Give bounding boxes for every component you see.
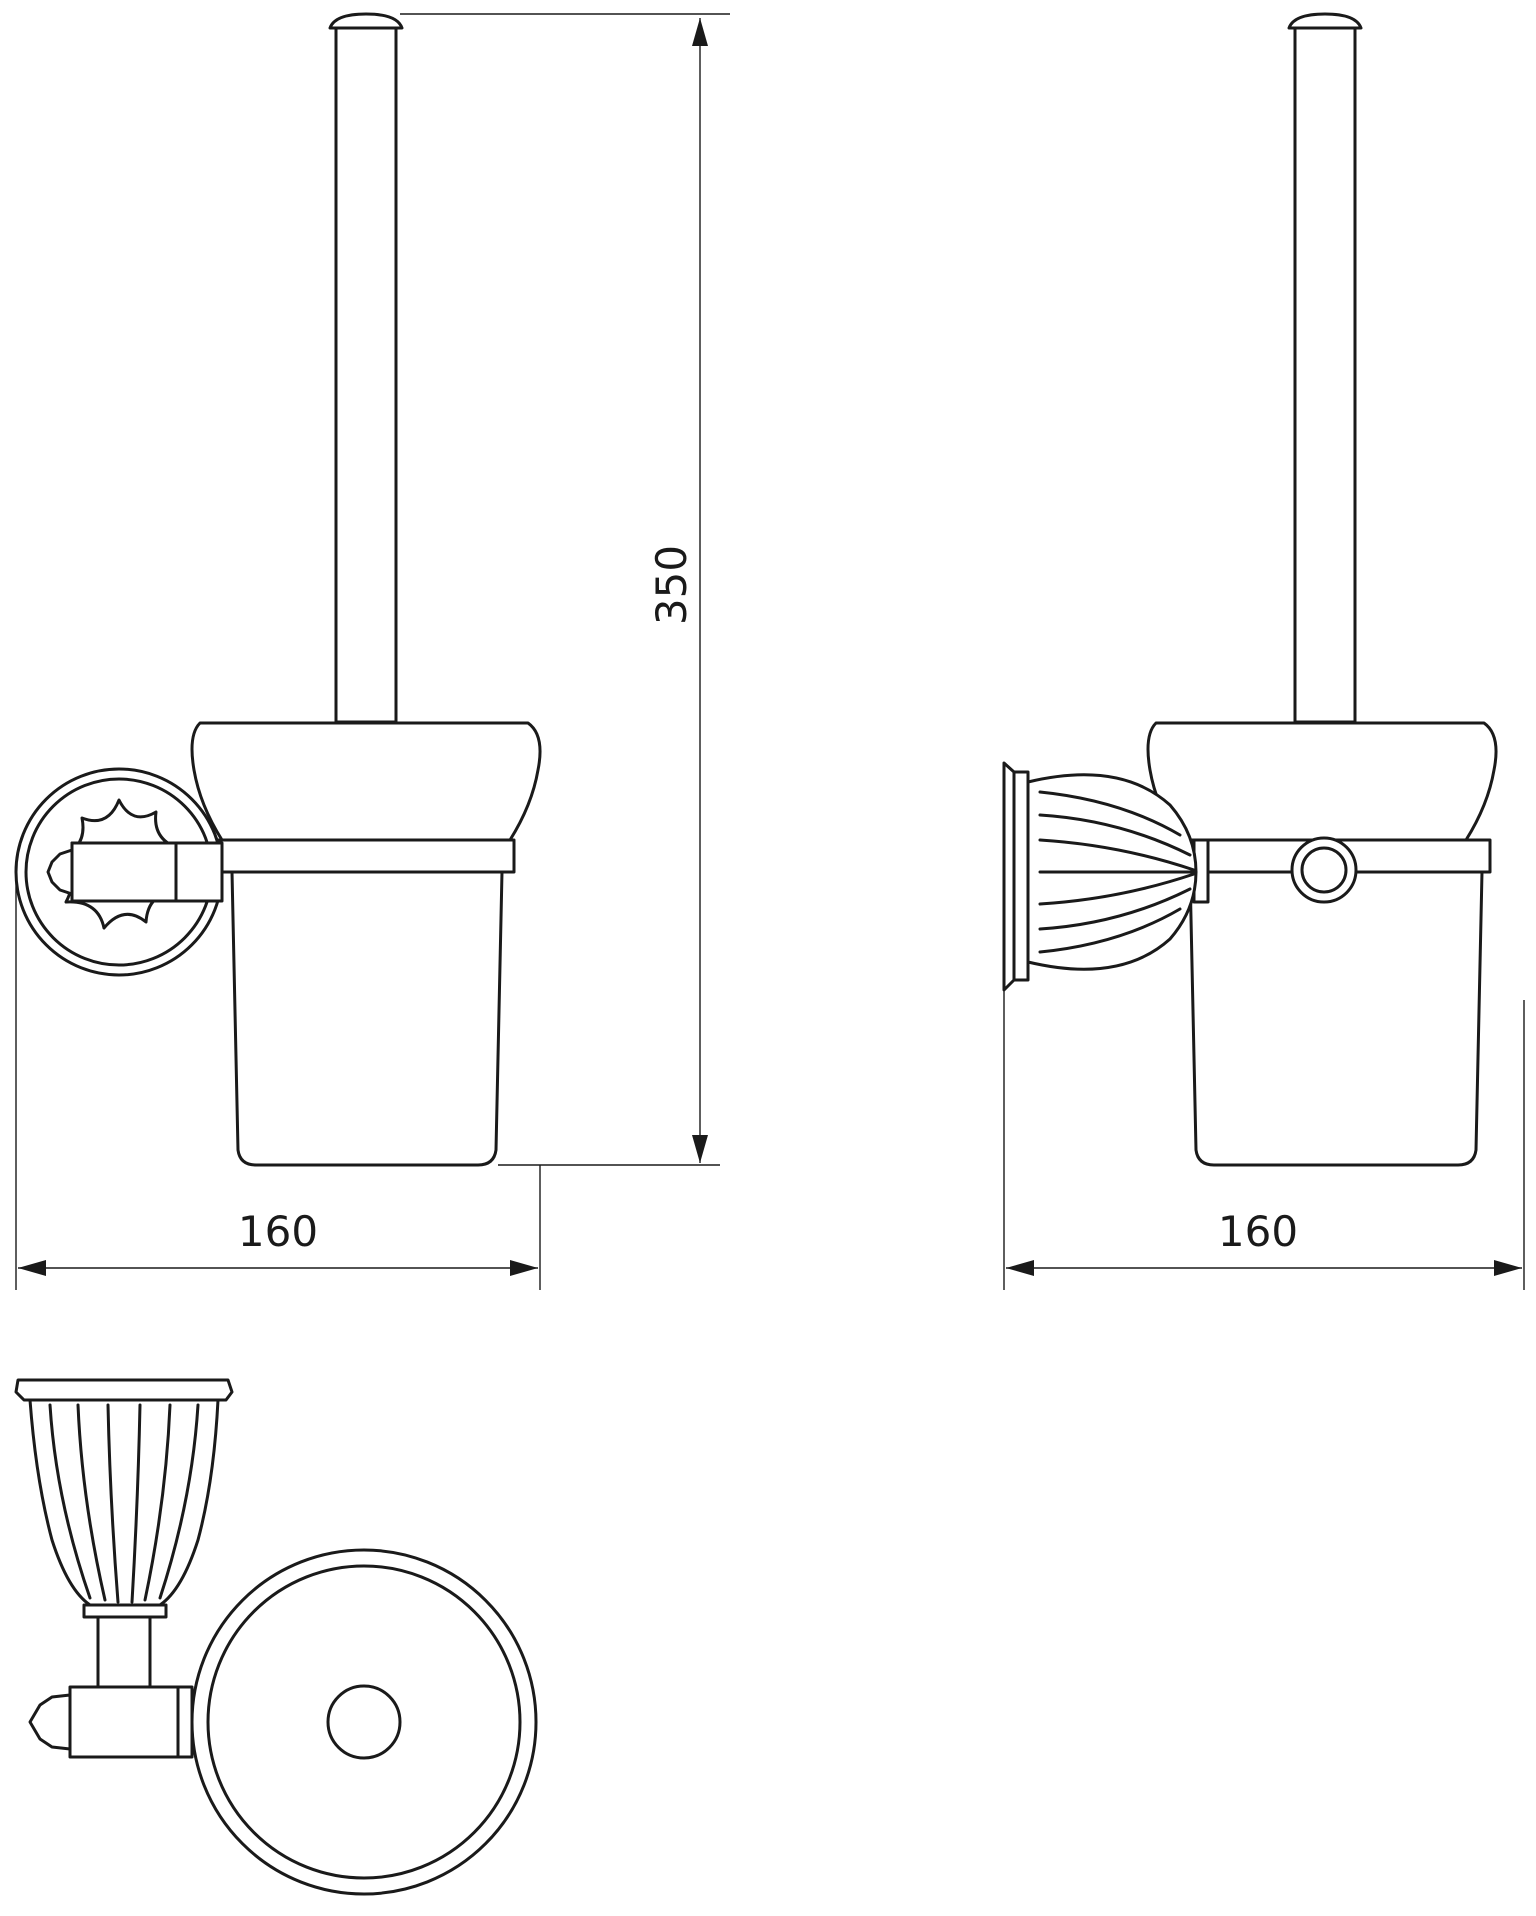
dimension-width-front: 160 [15,872,541,1290]
top-wall-plate [14,1378,234,1402]
side-flute-line [1038,790,1182,837]
top-flute-line [158,1403,200,1600]
arrowhead [1494,1260,1522,1276]
top-flute-line [143,1403,172,1602]
side-flute-line [1038,887,1192,931]
side-band-screw-inner [1300,846,1348,894]
side-flute-line [1038,907,1182,954]
side-cup [1188,870,1484,1167]
top-handle-section [326,1684,402,1760]
front-view [14,12,542,1167]
top-flute-line [106,1403,120,1604]
front-cup-lid [190,721,542,842]
side-view [1002,12,1498,1167]
arrowhead [692,1135,708,1163]
dimension-width-side-label: 160 [1218,1207,1298,1256]
side-handle-cap [1287,12,1363,30]
top-holder-arm [68,1685,180,1759]
arrowhead [510,1260,538,1276]
front-brush-handle [334,20,398,724]
front-arm-end-cap [46,848,74,896]
dimension-width-front-label: 160 [238,1207,318,1256]
top-arm-joint [176,1685,194,1759]
top-bracket-collar [82,1603,168,1619]
dimension-height-label: 350 [647,545,696,625]
top-arm-end-cap [28,1693,72,1751]
side-brush-handle [1293,20,1357,724]
front-cup [230,870,504,1167]
side-flute-line [1038,838,1196,872]
front-handle-cap [328,12,404,30]
arrowhead [18,1260,46,1276]
front-holder-band [216,838,516,874]
front-arm-block [70,841,178,903]
top-flute-line [48,1403,92,1600]
top-view [14,1378,538,1896]
dimension-width-side: 160 [1003,990,1525,1290]
top-fluted-bracket [28,1398,220,1607]
side-wall-plate [1012,770,1030,982]
top-bracket-stem [96,1615,152,1689]
side-flute-line [1038,872,1196,906]
side-flute-line [1038,813,1192,857]
dimension-height-350: 350 [400,13,730,1166]
side-cup-lid [1146,721,1498,842]
top-flute-line [130,1403,142,1604]
arrowhead [1006,1260,1034,1276]
arrowhead [692,18,708,46]
top-cup-inner-ring [206,1564,522,1880]
top-flute-line [76,1403,107,1602]
